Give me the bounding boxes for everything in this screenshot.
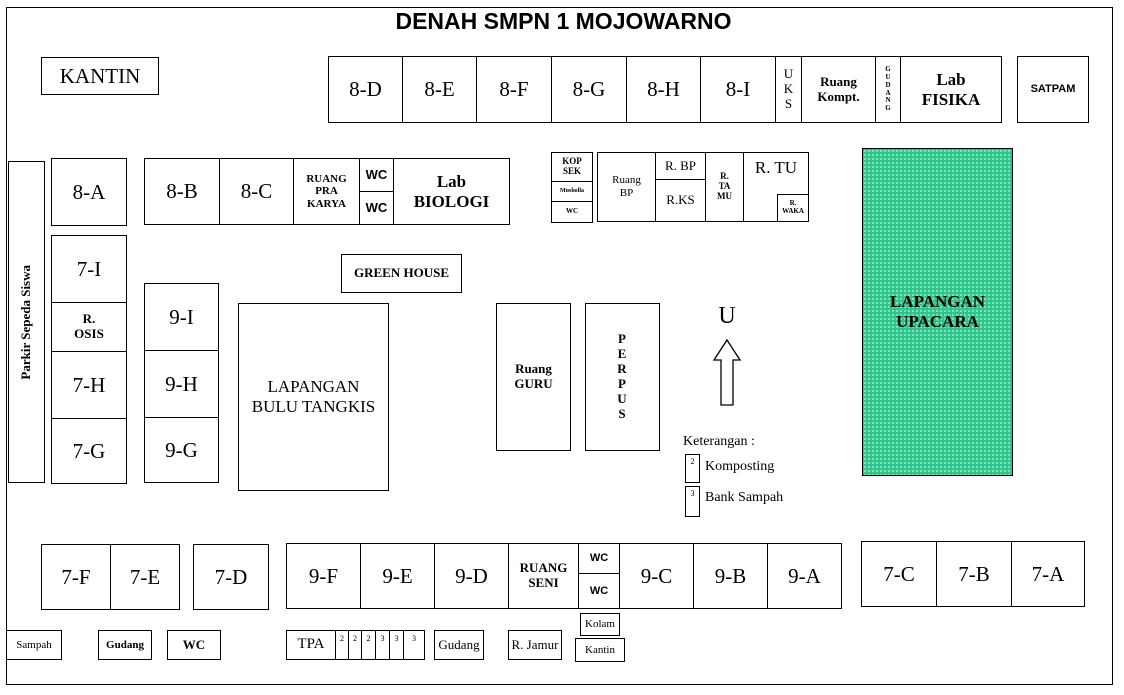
- north-arrow-icon: [712, 338, 742, 406]
- room-9i: 9-I: [144, 283, 219, 351]
- bin-bank-sampah: 3: [375, 630, 390, 660]
- wc-row2-top: WC: [359, 158, 394, 192]
- r-waka: R. WAKA: [777, 194, 809, 222]
- lab-biologi: Lab BIOLOGI: [393, 158, 510, 225]
- tpa: TPA: [286, 630, 336, 660]
- musholla: Musholla: [551, 181, 593, 202]
- parkir-label: Parkir Sepeda Siswa: [18, 264, 34, 380]
- wc-bottom-top: WC: [578, 543, 620, 574]
- kantin-bottom: Kantin: [575, 638, 625, 662]
- wc-bottom-bottom: WC: [578, 573, 620, 609]
- bin-komposting: 2: [361, 630, 376, 660]
- wc-bottom-small: WC: [167, 630, 221, 660]
- gudang-top: G U D A N G: [875, 56, 901, 123]
- map-title: DENAH SMPN 1 MOJOWARNO: [395, 8, 732, 34]
- gudang-bottom-left: Gudang: [98, 630, 152, 660]
- r-jamur: R. Jamur: [508, 630, 562, 660]
- bin-bank-sampah: 3: [389, 630, 404, 660]
- ruang-bp: Ruang BP: [597, 152, 656, 222]
- room-9e: 9-E: [360, 543, 435, 609]
- room-7b: 7-B: [936, 541, 1012, 607]
- room-7c: 7-C: [861, 541, 937, 607]
- satpam-post: SATPAM: [1017, 56, 1089, 123]
- legend-title: Keterangan :: [683, 434, 755, 449]
- room-8d: 8-D: [328, 56, 403, 123]
- room-7g: 7-G: [51, 418, 127, 484]
- parkir-sepeda: Parkir Sepeda Siswa: [8, 161, 45, 483]
- uks-room: U K S: [775, 56, 802, 123]
- lapangan-bulu-tangkis: LAPANGAN BULU TANGKIS: [238, 303, 389, 491]
- map-frame: [6, 7, 1113, 685]
- room-9a: 9-A: [767, 543, 842, 609]
- room-7f: 7-F: [41, 544, 111, 610]
- bin-komposting: 2: [348, 630, 362, 660]
- legend-label-komposting: Komposting: [705, 459, 775, 474]
- room-8b: 8-B: [144, 158, 220, 225]
- room-8f: 8-F: [476, 56, 552, 123]
- ruang-komputer: Ruang Kompt.: [801, 56, 876, 123]
- wc-office: WC: [551, 201, 593, 223]
- gudang-bottom: Gudang: [434, 630, 484, 660]
- legend-symbol-komposting: 2: [685, 454, 700, 483]
- room-7i: 7-I: [51, 235, 127, 303]
- kolam: Kolam: [580, 613, 620, 636]
- room-8a: 8-A: [51, 158, 127, 226]
- room-7a: 7-A: [1011, 541, 1085, 607]
- wc-row2-bottom: WC: [359, 191, 394, 225]
- lapangan-upacara: LAPANGAN UPACARA: [862, 148, 1013, 476]
- room-7h: 7-H: [51, 351, 127, 419]
- room-8i: 8-I: [700, 56, 776, 123]
- room-9d: 9-D: [434, 543, 509, 609]
- room-9g: 9-G: [144, 417, 219, 483]
- ruang-pra-karya: RUANG PRA KARYA: [293, 158, 360, 225]
- room-9h: 9-H: [144, 350, 219, 418]
- bin-bank-sampah: 3: [403, 630, 425, 660]
- room-8c: 8-C: [219, 158, 294, 225]
- room-8e: 8-E: [402, 56, 477, 123]
- room-9c: 9-C: [619, 543, 694, 609]
- ruang-guru: Ruang GURU: [496, 303, 571, 451]
- room-9f: 9-F: [286, 543, 361, 609]
- lab-fisika: Lab FISIKA: [900, 56, 1002, 123]
- ruang-seni: RUANG SENI: [508, 543, 579, 609]
- r-bp: R. BP: [655, 152, 706, 180]
- r-tamu: R. TA MU: [705, 152, 744, 222]
- r-kepala-sekolah: R.KS: [655, 179, 706, 222]
- room-8h: 8-H: [626, 56, 701, 123]
- green-house: GREEN HOUSE: [341, 254, 462, 293]
- koperasi-sekolah: KOP SEK: [551, 152, 593, 182]
- perpustakaan: P E R P U S: [585, 303, 660, 451]
- bin-komposting: 2: [335, 630, 349, 660]
- legend-symbol-bank-sampah: 3: [685, 486, 700, 517]
- north-label: U: [718, 303, 736, 329]
- room-9b: 9-B: [693, 543, 768, 609]
- sampah: Sampah: [6, 630, 62, 660]
- legend-label-bank-sampah: Bank Sampah: [705, 490, 784, 505]
- r-osis: R. OSIS: [51, 302, 127, 352]
- room-7e: 7-E: [110, 544, 180, 610]
- room-8g: 8-G: [551, 56, 627, 123]
- room-7d: 7-D: [193, 544, 269, 610]
- kantin-top: KANTIN: [41, 57, 159, 95]
